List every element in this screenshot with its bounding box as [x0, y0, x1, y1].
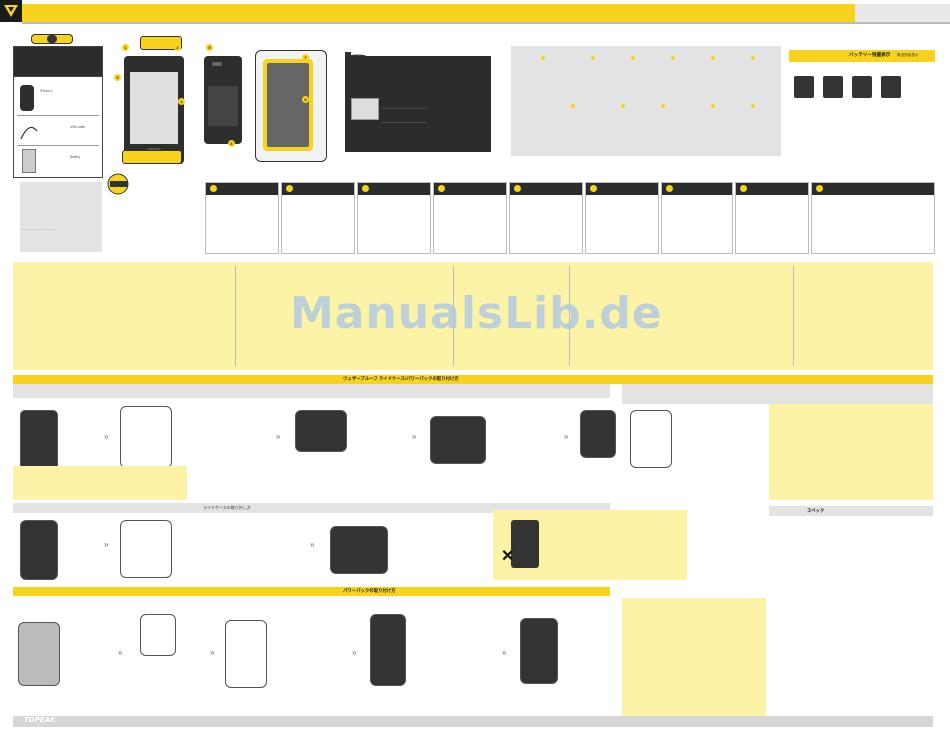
spec-title: スペック [807, 508, 825, 513]
step-card-3 [357, 182, 431, 254]
install-step-1-drawing [20, 410, 58, 470]
arrow-icon: » [210, 648, 215, 657]
install-step-6-drawing [630, 410, 672, 468]
left-gray-note: ....................................... [20, 182, 102, 252]
callout-7: 7 [302, 54, 309, 61]
section3-title: パワーパックの取り付け方 [343, 588, 396, 593]
case-top-view [140, 36, 182, 50]
led-status-panel [511, 46, 781, 156]
charging-info-box: ........................................… [345, 56, 491, 152]
usb-cable-icon [20, 126, 38, 140]
footer-bar [13, 716, 933, 727]
step-card-9 [811, 182, 935, 254]
battery-led-1 [881, 76, 901, 98]
header-dark-strip [22, 22, 950, 24]
callout-8: 8 [302, 96, 309, 103]
battery-led-2 [852, 76, 872, 98]
callout-4: 4 [178, 98, 185, 105]
arrow-icon: » [104, 432, 109, 441]
phone-thumbnail [20, 85, 34, 111]
step-card-4 [433, 182, 507, 254]
powerpack-frame [255, 50, 327, 162]
pack-step-5-drawing [520, 618, 558, 684]
charger-icon [351, 98, 379, 120]
instructions-panel [13, 262, 933, 370]
remove-step-3-drawing [330, 526, 388, 574]
phone-crossed-drawing [511, 520, 539, 568]
remove-step-2-drawing [120, 520, 172, 578]
install-note-right [769, 404, 933, 500]
callout-5: 5 [206, 44, 213, 51]
install-step-4-drawing [430, 416, 486, 464]
header-logo-block [0, 0, 22, 22]
battery-title-bar: バッテリー残量表示 電池残量表示 [789, 50, 935, 62]
step-card-7 [661, 182, 733, 254]
callout-1: 1 [122, 44, 129, 51]
section2-title: ライドケースの取り外し方 [203, 505, 251, 510]
arrow-icon: » [310, 540, 315, 549]
arrow-icon: » [104, 540, 109, 549]
pack-step-4-drawing [370, 614, 406, 686]
battery-led-4 [794, 76, 814, 98]
remove-step-1-drawing [20, 520, 58, 580]
case-front-view [124, 56, 184, 164]
arrow-icon: » [118, 648, 123, 657]
item-note-3: Battery [70, 155, 81, 159]
install-step-5-drawing [580, 410, 616, 458]
product-list-box: iPhone 4 USB cable Battery [13, 76, 103, 178]
arrow-icon: » [502, 648, 507, 657]
logo-badge [31, 34, 73, 44]
arrow-icon: » [412, 432, 417, 441]
case-bottom-view [122, 150, 182, 164]
arrow-icon: » [276, 432, 281, 441]
spec-header: スペック [769, 506, 933, 516]
step-card-5 [509, 182, 583, 254]
section1-bar-left: ウェザープルーフ ライドケース/パワーパックの取り付け方 [13, 375, 610, 384]
item-note-2: USB cable [70, 125, 86, 129]
arrow-icon: » [564, 432, 569, 441]
step-card-1 [205, 182, 279, 254]
callout-2: 2 [174, 44, 181, 51]
step-card-8 [735, 182, 809, 254]
install-step-2-drawing [120, 406, 172, 468]
arrow-icon: » [352, 648, 357, 657]
caution-box: ✕ [493, 510, 687, 580]
battery-subtitle: 電池残量表示 [897, 53, 919, 57]
watermark-text: ManualsLib.de [290, 288, 663, 339]
step-card-2 [281, 182, 355, 254]
callout-3: 3 [114, 74, 121, 81]
case-back-view [204, 56, 242, 144]
battery-thumbnail [22, 149, 36, 173]
step-card-6 [585, 182, 659, 254]
pack-step-2-drawing [140, 614, 176, 656]
section3-bar: パワーパックの取り付け方 [13, 587, 610, 596]
topeak-logo-icon [4, 5, 18, 17]
section1-right-subheader [622, 384, 933, 404]
left-yellow-arrow [106, 170, 136, 200]
header-bar [0, 4, 950, 22]
header-right-gray [855, 4, 950, 22]
install-step-3-drawing [295, 410, 347, 452]
section2-header: ライドケースの取り外し方 [13, 503, 610, 513]
cross-icon: ✕ [501, 548, 515, 565]
pack-note-box [622, 598, 766, 716]
footer-brand: TOPEAK [24, 716, 56, 724]
callout-6: 6 [228, 140, 235, 147]
battery-title: バッテリー残量表示 [849, 52, 891, 57]
install-note-left [13, 466, 187, 500]
battery-led-3 [823, 76, 843, 98]
section1-title: ウェザープルーフ ライドケース/パワーパックの取り付け方 [343, 376, 459, 381]
item-note-1: iPhone 4 [40, 89, 53, 93]
pack-step-1-drawing [18, 622, 60, 686]
pack-step-3-drawing [225, 620, 267, 688]
section1-subheader [13, 384, 610, 398]
section1-bar-right [610, 375, 933, 384]
